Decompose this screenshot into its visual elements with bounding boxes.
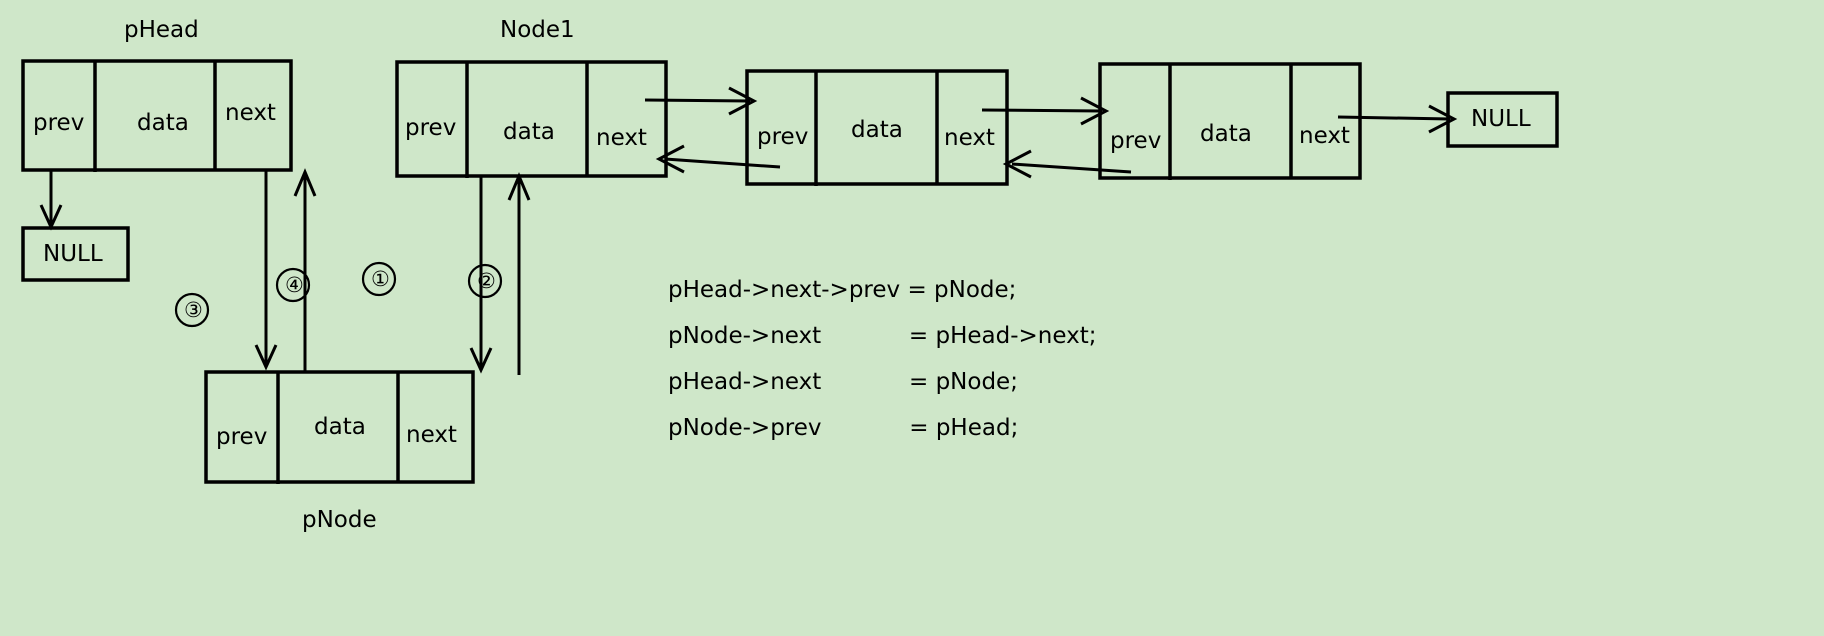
pnode-cell-data: data [314,414,366,440]
null-label-right: NULL [1471,106,1531,132]
node3-cell-data: data [1200,121,1252,147]
pnode-cell-next: next [406,422,457,448]
node1-cell-prev: prev [405,115,457,141]
step-marker-1: ① [371,267,390,291]
node-title-phead: pHead [124,17,199,43]
code-line-3: pHead->next = pNode; [668,369,1018,395]
code-line-2: pNode->next = pHead->next; [668,323,1097,349]
arrow-step4-pnode-next-to-phead [293,168,317,372]
node-node3-box [1098,62,1362,180]
node1-cell-data: data [503,119,555,145]
arrow-node2-next-to-node3 [981,96,1110,126]
phead-cell-prev: prev [33,110,85,136]
arrow-node1-next-to-node2 [644,86,758,116]
node-title-node1: Node1 [500,17,575,43]
node-node2-box [745,69,1009,186]
node3-cell-next: next [1299,123,1350,149]
arrow-step3-phead-next-to-pnode [254,170,278,371]
node2-cell-prev: prev [757,124,809,150]
arrow-node2-prev-to-node1 [655,144,781,174]
step-marker-circles [174,261,503,328]
arrow-step1-node1-prev-to-pnode [469,176,493,374]
step-marker-2: ② [477,269,496,293]
node-title-pnode: pNode [302,507,377,533]
node-node1-box [395,60,668,178]
code-line-4: pNode->prev = pHead; [668,415,1019,441]
phead-cell-next: next [225,100,276,126]
arrow-phead-prev-to-null [39,170,63,231]
arrow-node3-prev-to-node2 [1002,149,1132,179]
node2-cell-next: next [944,125,995,151]
node2-cell-data: data [851,117,903,143]
code-line-1: pHead->next->prev = pNode; [668,277,1017,303]
step-marker-3: ③ [184,298,203,322]
node-phead-box [21,59,293,172]
null-box-left [21,226,130,282]
step-marker-4: ④ [285,273,304,297]
null-label-left: NULL [43,241,103,267]
node1-cell-next: next [596,125,647,151]
arrow-node3-next-to-null [1337,104,1458,134]
arrow-step2-pnode-next-to-node1 [507,172,531,375]
pnode-cell-prev: prev [216,424,268,450]
node3-cell-prev: prev [1110,128,1162,154]
phead-cell-data: data [137,110,189,136]
node-pnode-box [204,370,475,484]
